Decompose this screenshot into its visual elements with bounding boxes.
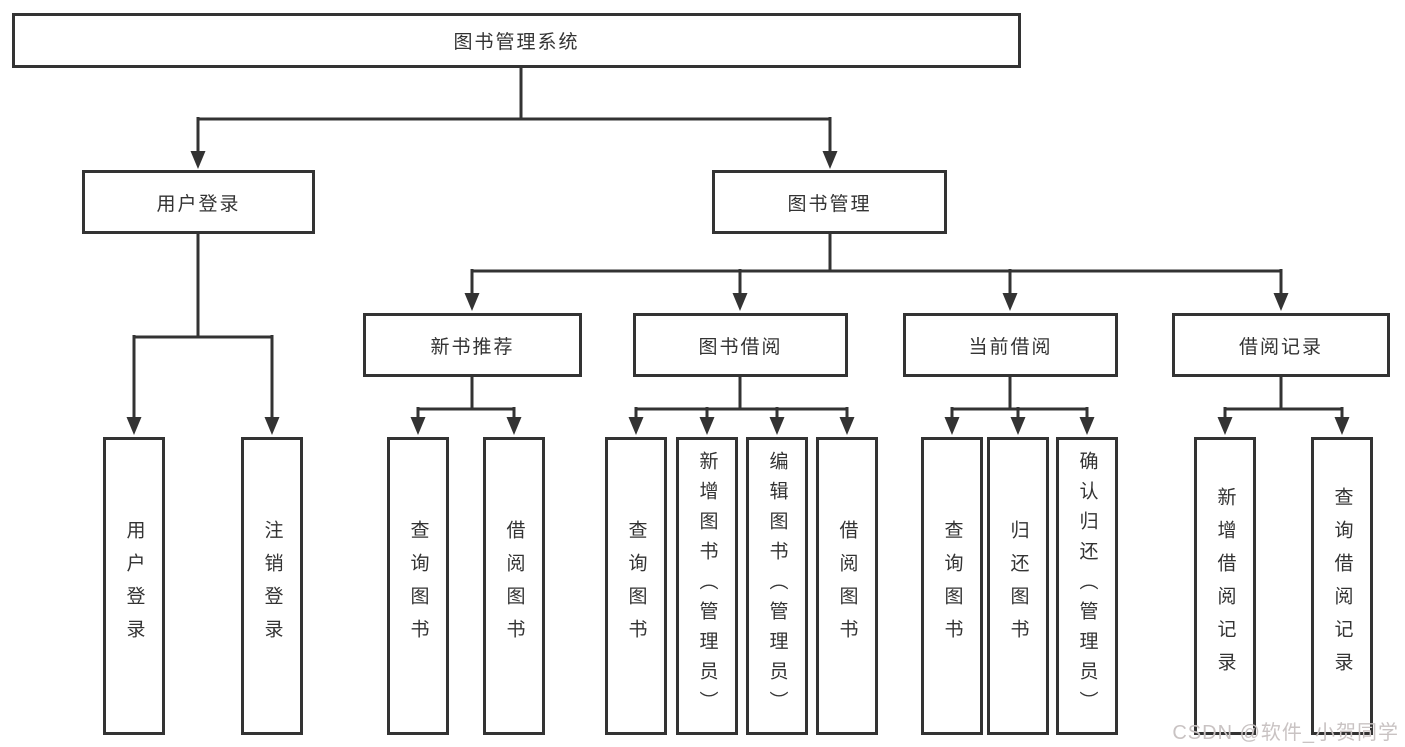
leaf-query-books-borrow-label: 查询图书 — [625, 520, 647, 652]
node-borrow-records: 借阅记录 — [1172, 313, 1390, 377]
node-new-book-recommend: 新书推荐 — [363, 313, 582, 377]
node-book-management: 图书管理 — [712, 170, 947, 234]
node-root-label: 图书管理系统 — [453, 32, 580, 53]
leaf-query-borrow-record: 查询借阅记录 — [1311, 437, 1373, 735]
node-new-book-recommend-label: 新书推荐 — [430, 336, 515, 358]
leaf-borrow-books: 借阅图书 — [816, 437, 878, 735]
watermark: CSDN @软件_小贺同学 — [1172, 722, 1399, 744]
leaf-edit-book-admin: 编辑图书（管理员） — [746, 437, 808, 735]
leaf-user-login-label: 用户登录 — [123, 520, 145, 652]
node-book-borrow: 图书借阅 — [633, 313, 848, 377]
node-borrow-records-label: 借阅记录 — [1238, 336, 1323, 358]
leaf-confirm-return-admin-label: 确认归还（管理员） — [1076, 451, 1098, 721]
node-root-library-system: 图书管理系统 — [12, 13, 1021, 68]
leaf-borrow-books-recommend: 借阅图书 — [483, 437, 545, 735]
leaf-logout: 注销登录 — [241, 437, 303, 735]
leaf-query-books-recommend: 查询图书 — [387, 437, 449, 735]
leaf-query-books-recommend-label: 查询图书 — [407, 520, 429, 652]
leaf-query-books-borrow: 查询图书 — [605, 437, 667, 735]
node-current-borrow: 当前借阅 — [903, 313, 1118, 377]
node-user-login-label: 用户登录 — [156, 193, 241, 215]
leaf-borrow-books-label: 借阅图书 — [836, 520, 858, 652]
leaf-confirm-return-admin: 确认归还（管理员） — [1056, 437, 1118, 735]
leaf-query-books-current: 查询图书 — [921, 437, 983, 735]
leaf-add-book-admin-label: 新增图书（管理员） — [696, 451, 718, 721]
leaf-add-borrow-record: 新增借阅记录 — [1194, 437, 1256, 735]
node-book-management-label: 图书管理 — [787, 193, 872, 215]
node-current-borrow-label: 当前借阅 — [968, 336, 1053, 358]
leaf-logout-label: 注销登录 — [261, 520, 283, 652]
leaf-edit-book-admin-label: 编辑图书（管理员） — [766, 451, 788, 721]
leaf-query-borrow-record-label: 查询借阅记录 — [1331, 487, 1353, 685]
leaf-add-book-admin: 新增图书（管理员） — [676, 437, 738, 735]
leaf-user-login: 用户登录 — [103, 437, 165, 735]
node-book-borrow-label: 图书借阅 — [698, 336, 783, 358]
leaf-add-borrow-record-label: 新增借阅记录 — [1214, 487, 1236, 685]
leaf-query-books-current-label: 查询图书 — [941, 520, 963, 652]
leaf-return-book-label: 归还图书 — [1007, 520, 1029, 652]
leaf-return-book: 归还图书 — [987, 437, 1049, 735]
leaf-borrow-books-recommend-label: 借阅图书 — [503, 520, 525, 652]
node-user-login: 用户登录 — [82, 170, 315, 234]
